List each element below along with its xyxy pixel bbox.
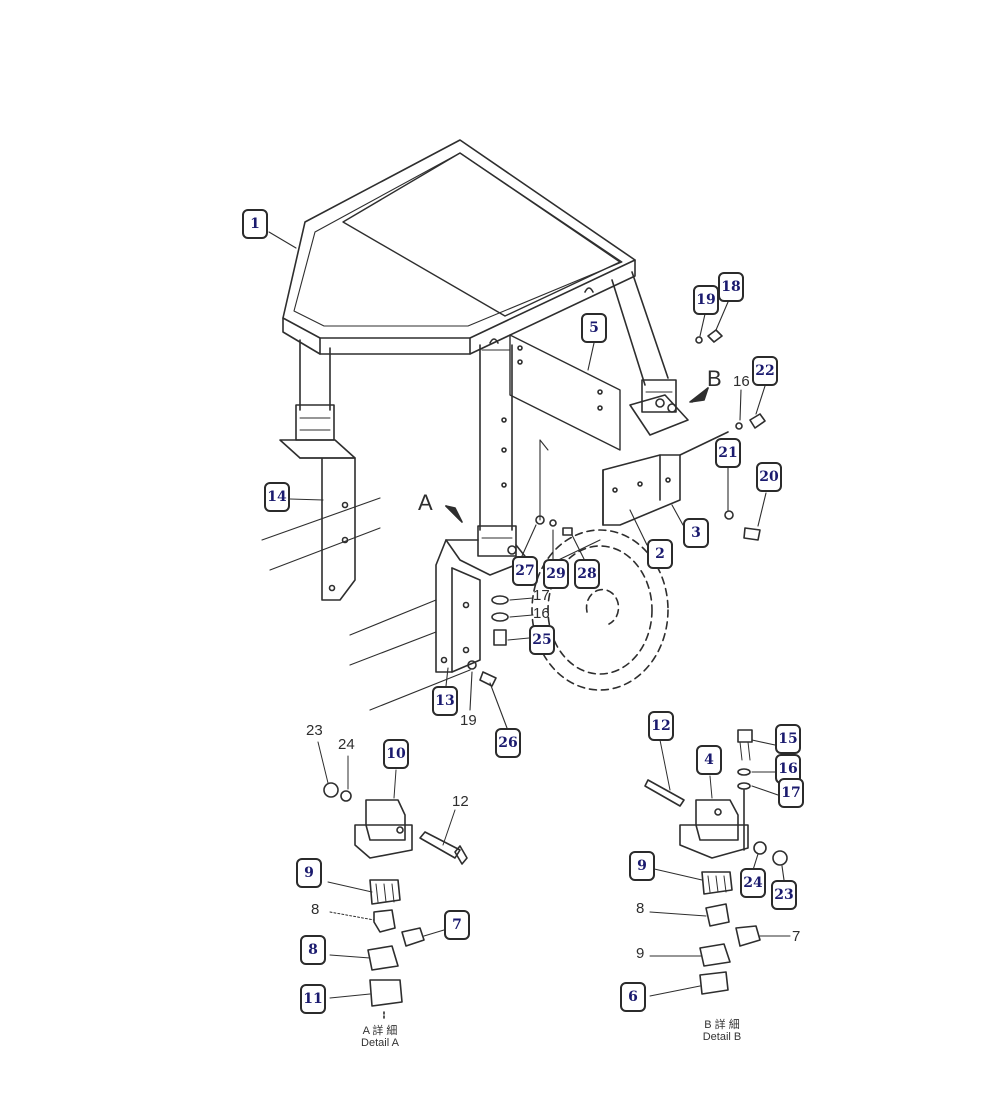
canopy-part — [282, 139, 636, 355]
label-16-upper: 16 — [733, 373, 750, 390]
label-8-detail-a: 8 — [311, 901, 320, 918]
callout-15[interactable]: 15 — [775, 724, 801, 754]
callout-10[interactable]: 10 — [383, 739, 409, 769]
detail-a-caption: A 詳 細 Detail A — [340, 1025, 420, 1049]
callout-12[interactable]: 12 — [648, 711, 674, 741]
label-12: 12 — [452, 793, 469, 810]
callout-23[interactable]: 23 — [771, 880, 797, 910]
callout-4[interactable]: 4 — [696, 745, 722, 775]
label-7-detail-b: 7 — [792, 928, 801, 945]
left-post — [279, 339, 356, 601]
label-24: 24 — [338, 736, 355, 753]
callout-13[interactable]: 13 — [432, 686, 458, 716]
view-arrows — [445, 387, 709, 523]
frame-lines — [261, 439, 601, 711]
label-9-detail-b: 9 — [636, 945, 645, 962]
detail-a-drawing — [317, 741, 468, 1021]
side-plate — [602, 431, 729, 526]
detail-b-english: Detail B — [702, 1031, 742, 1043]
label-19: 19 — [460, 712, 477, 729]
callout-17[interactable]: 17 — [778, 778, 804, 808]
callout-14[interactable]: 14 — [264, 482, 290, 512]
label-8-detail-b: 8 — [636, 900, 645, 917]
callout-18[interactable]: 18 — [718, 272, 744, 302]
callout-1[interactable]: 1 — [242, 209, 268, 239]
callout-2[interactable]: 2 — [647, 539, 673, 569]
wheel — [531, 529, 669, 691]
callout-21[interactable]: 21 — [715, 438, 741, 468]
callout-29[interactable]: 29 — [543, 559, 569, 589]
callout-11[interactable]: 11 — [300, 984, 326, 1014]
hardware-upper — [467, 329, 766, 687]
callout-6[interactable]: 6 — [620, 982, 646, 1012]
callout-8[interactable]: 8 — [300, 935, 326, 965]
right-post — [509, 271, 689, 451]
callout-19[interactable]: 19 — [693, 285, 719, 315]
label-23: 23 — [306, 722, 323, 739]
callout-26[interactable]: 26 — [495, 728, 521, 758]
callout-25[interactable]: 25 — [529, 625, 555, 655]
callout-22[interactable]: 22 — [752, 356, 778, 386]
callout-5[interactable]: 5 — [581, 313, 607, 343]
callout-28[interactable]: 28 — [574, 559, 600, 589]
detail-a-kanji: A 詳 細 — [362, 1025, 398, 1037]
detail-b-caption: B 詳 細 Detail B — [682, 1019, 762, 1043]
center-post — [435, 344, 529, 673]
callout-27[interactable]: 27 — [512, 556, 538, 586]
view-a-letter: A — [418, 490, 433, 515]
leader-lines — [268, 231, 785, 881]
detail-b-drawing — [644, 729, 791, 997]
label-17: 17 — [533, 587, 550, 604]
callout-24[interactable]: 24 — [740, 868, 766, 898]
detail-b-kanji: B 詳 細 — [704, 1019, 740, 1031]
callout-3[interactable]: 3 — [683, 518, 709, 548]
view-b-letter: B — [707, 366, 722, 391]
callout-9[interactable]: 9 — [296, 858, 322, 888]
callout-9-detail-b[interactable]: 9 — [629, 851, 655, 881]
label-16-lower: 16 — [533, 605, 550, 622]
callout-7[interactable]: 7 — [444, 910, 470, 940]
detail-a-english: Detail A — [361, 1037, 399, 1049]
callout-20[interactable]: 20 — [756, 462, 782, 492]
